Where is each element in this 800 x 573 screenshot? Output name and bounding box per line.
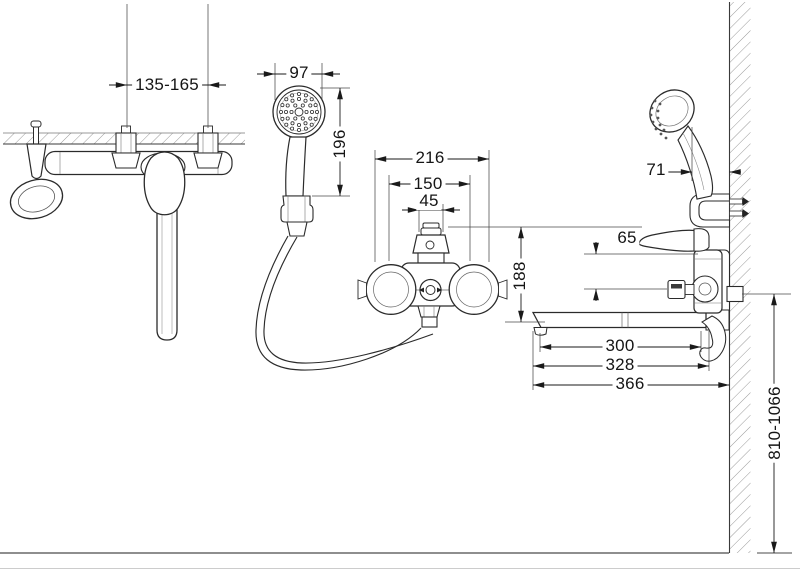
hose-nut-front [417, 305, 441, 328]
top-view [9, 120, 233, 341]
front-view [255, 85, 508, 371]
shower-bracket-side [689, 193, 731, 228]
dim-label-spout-reach-mid: 328 [602, 356, 638, 374]
dim-label-overall-width: 216 [412, 149, 448, 167]
dim-label-mount-spacing: 135-165 [132, 76, 202, 94]
mixer-body-front [357, 222, 508, 328]
spray-holes [278, 92, 319, 132]
supply-connection [726, 285, 744, 303]
spout-nozzle [533, 327, 548, 336]
hand-shower-front [272, 85, 326, 237]
dim-label-holder-offset: 71 [643, 161, 669, 179]
hand-shower-top [9, 143, 64, 220]
diverter-button [419, 278, 442, 302]
wall-section-side [728, 2, 751, 553]
diverter-knob-side [667, 279, 695, 300]
hand-shower-side [649, 89, 714, 200]
dim-label-centers-distance: 150 [410, 175, 446, 193]
floor-line [0, 552, 800, 569]
dim-label-lever-rise: 65 [614, 229, 640, 247]
spout-top [156, 199, 178, 341]
dim-label-handle-width: 45 [416, 192, 442, 210]
dim-label-install-height: 810-1066 [765, 383, 784, 463]
shower-holder-front [280, 195, 314, 237]
side-view [531, 89, 749, 362]
handle-front [412, 234, 450, 254]
spout-side [531, 311, 707, 336]
mixer-body-side [691, 249, 723, 314]
dim-label-body-height: 188 [510, 258, 529, 294]
shower-hose [255, 235, 434, 371]
dim-label-spout-reach-min: 300 [602, 337, 638, 355]
bracket-screws [729, 197, 749, 218]
left-union-top [111, 125, 141, 169]
handle-top [143, 151, 186, 216]
dim-label-spout-reach-max: 366 [612, 375, 648, 393]
dim-label-head-length: 196 [330, 126, 349, 162]
dim-label-head-width: 97 [286, 64, 312, 82]
right-union-top [193, 125, 223, 169]
spray-holes-side [649, 99, 668, 140]
lever-side [638, 228, 710, 252]
